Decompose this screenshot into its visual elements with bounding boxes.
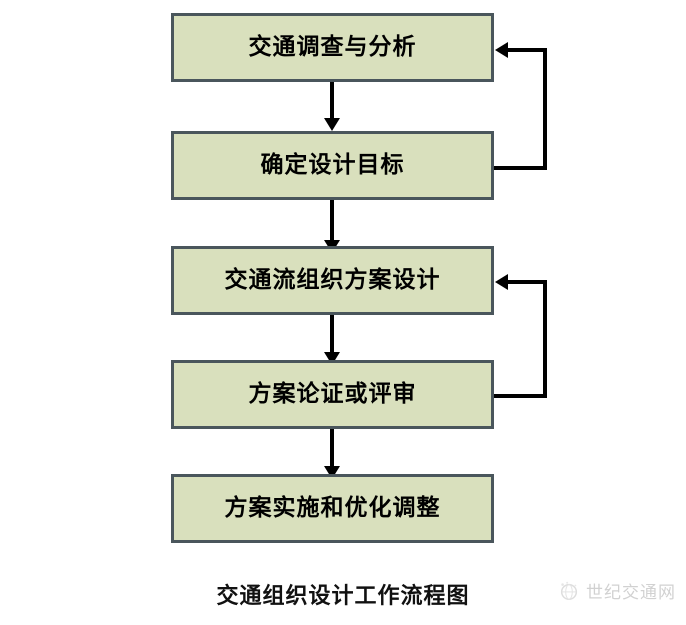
feedback-line-2-to-1-vertical <box>543 48 547 170</box>
process-node-implementation-optimization[interactable]: 方案实施和优化调整 <box>171 474 494 543</box>
process-node-label: 交通流组织方案设计 <box>224 267 441 293</box>
flow-line-2-to-3 <box>330 200 334 244</box>
diagram-caption: 交通组织设计工作流程图 <box>216 584 470 609</box>
flow-line-3-to-4 <box>330 314 334 356</box>
flow-line-4-to-5 <box>330 428 334 470</box>
globe-icon <box>558 580 580 602</box>
feedback-line-4-to-3-top <box>508 280 547 284</box>
feedback-line-4-to-3-vertical <box>543 280 547 398</box>
process-node-label: 方案实施和优化调整 <box>224 495 441 521</box>
process-node-label: 确定设计目标 <box>260 152 405 178</box>
flow-line-1-to-2 <box>330 82 334 122</box>
feedback-line-4-to-3-bottom <box>494 394 547 398</box>
process-node-determine-design-goals[interactable]: 确定设计目标 <box>171 131 494 200</box>
process-node-label: 方案论证或评审 <box>248 381 417 407</box>
process-node-traffic-survey-analysis[interactable]: 交通调查与分析 <box>171 13 494 82</box>
flow-arrowhead-1-to-2 <box>324 118 340 131</box>
process-node-scheme-review[interactable]: 方案论证或评审 <box>171 360 494 429</box>
feedback-arrowhead-2-to-1 <box>495 42 508 58</box>
process-node-label: 交通调查与分析 <box>248 34 417 60</box>
watermark: 世纪交通网 <box>558 578 676 603</box>
feedback-arrowhead-4-to-3 <box>495 274 508 290</box>
feedback-line-2-to-1-bottom <box>494 166 547 170</box>
process-node-traffic-flow-scheme-design[interactable]: 交通流组织方案设计 <box>171 246 494 315</box>
watermark-text: 世纪交通网 <box>586 583 676 603</box>
feedback-line-2-to-1-top <box>508 48 547 52</box>
